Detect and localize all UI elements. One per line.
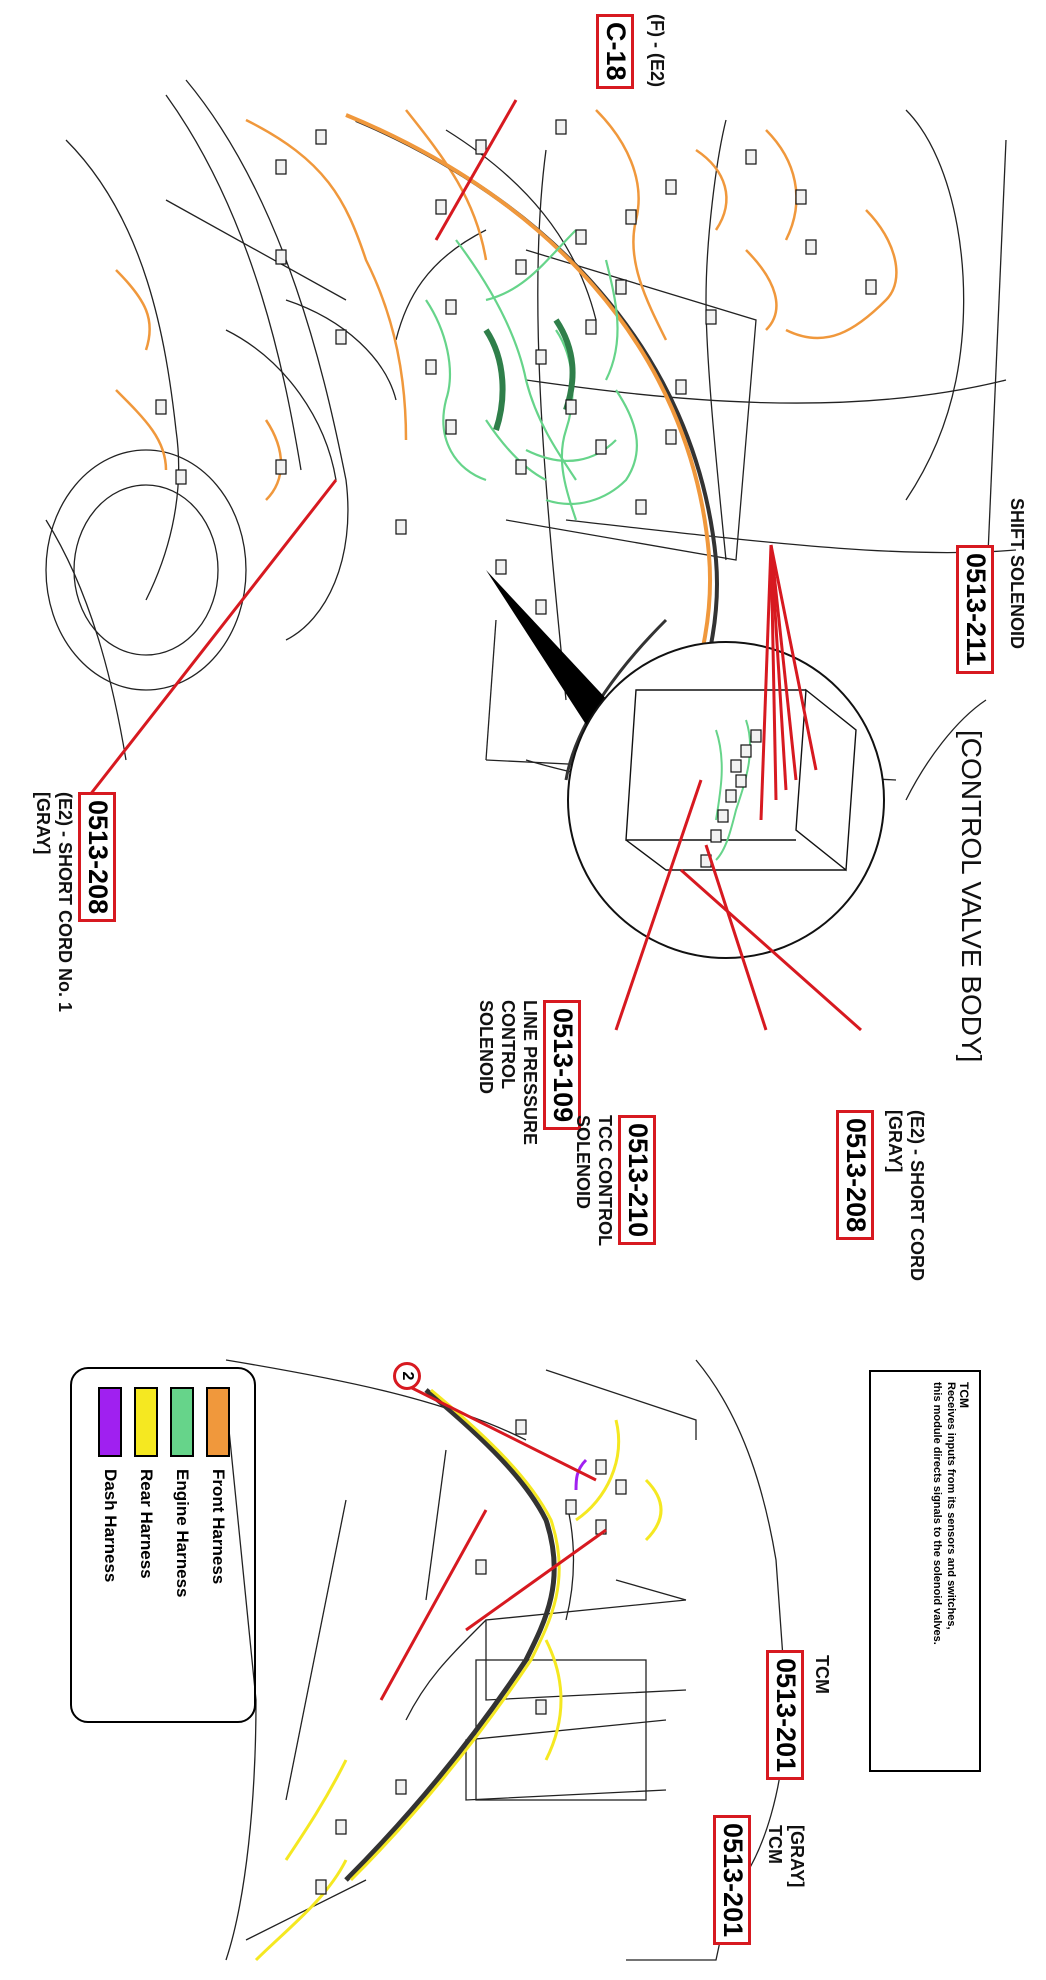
c0513-208-right-label-2: [GRAY] [885,1110,905,1173]
c18-code: C-18 [596,14,634,89]
front-connectors [155,119,877,615]
legend-item-engine: Engine Harness [164,1387,200,1721]
engine-harness-wires [425,229,638,521]
c0513-201-b-label-1: [GRAY] [787,1825,807,1888]
c0513-211-label: SHIFT SOLENOID [1007,498,1027,650]
c0513-208-left-code: 0513-208 [78,792,116,923]
dash-harness-wire [574,1458,588,1491]
harness-legend: Front Harness Engine Harness Rear Harnes… [70,1367,256,1723]
c0513-109-label-3: SOLENOID [476,1000,496,1095]
legend-swatch-rear [134,1387,158,1457]
c0513-109-code: 0513-109 [543,1000,581,1131]
legend-item-dash: Dash Harness [92,1387,128,1721]
c0513-208-left-label-2: [GRAY] [33,792,53,855]
c0513-211-code: 0513-211 [956,545,994,674]
legend-item-front: Front Harness [200,1387,236,1721]
c0513-201-a-label: TCM [812,1655,832,1694]
rear-vehicle-outline [225,1359,787,1961]
tcm-note-line2: this module directs signals to the solen… [931,1382,944,1645]
cable-black [564,618,668,781]
c0513-109-label-1: LINE PRESSURE [520,1000,540,1146]
tcm-note-line1: Receives inputs from its sensors and swi… [944,1382,957,1630]
front-harness-wires [115,109,898,501]
c0513-210-label-1: TCC CONTROL [595,1115,615,1246]
c0513-208-left-label-1: (E2) - SHORT CORD No. 1 [55,792,75,1013]
legend-label-engine: Engine Harness [173,1469,192,1598]
legend-swatch-front [206,1387,230,1457]
legend-swatch-engine [170,1387,194,1457]
c0513-201-b-code: 0513-201 [713,1815,751,1946]
legend-label-rear: Rear Harness [137,1469,156,1579]
c18-label: (F) - (E2) [647,14,667,87]
legend-label-front: Front Harness [209,1469,228,1585]
c0513-210-label-2: SOLENOID [573,1115,593,1210]
control-valve-body-title: [CONTROL VALVE BODY] [956,730,987,1063]
rear-connectors [315,1419,627,1895]
marker-2: 2 [393,1362,421,1390]
tcm-note-title: TCM [957,1382,971,1408]
tcm-note-box: TCM Receives inputs from its sensors and… [869,1370,981,1772]
legend-item-rear: Rear Harness [128,1387,164,1721]
rear-harness-wires [254,1388,663,1962]
c0513-210-code: 0513-210 [618,1115,656,1246]
callout-lines [84,99,862,1701]
c0513-201-a-code: 0513-201 [766,1650,804,1781]
rear-harness-trunk-dark [344,1388,557,1882]
c0513-201-b-label-2: TCM [765,1825,785,1864]
c0513-208-right-code: 0513-208 [836,1110,874,1241]
c0513-208-right-label-1: (E2) - SHORT CORD [907,1110,927,1281]
legend-swatch-dash [98,1387,122,1457]
front-vehicle-outline [45,79,1017,821]
detail-pointer-wedge [486,570,626,740]
c0513-109-label-2: CONTROL [498,1000,518,1089]
legend-label-dash: Dash Harness [101,1469,120,1583]
